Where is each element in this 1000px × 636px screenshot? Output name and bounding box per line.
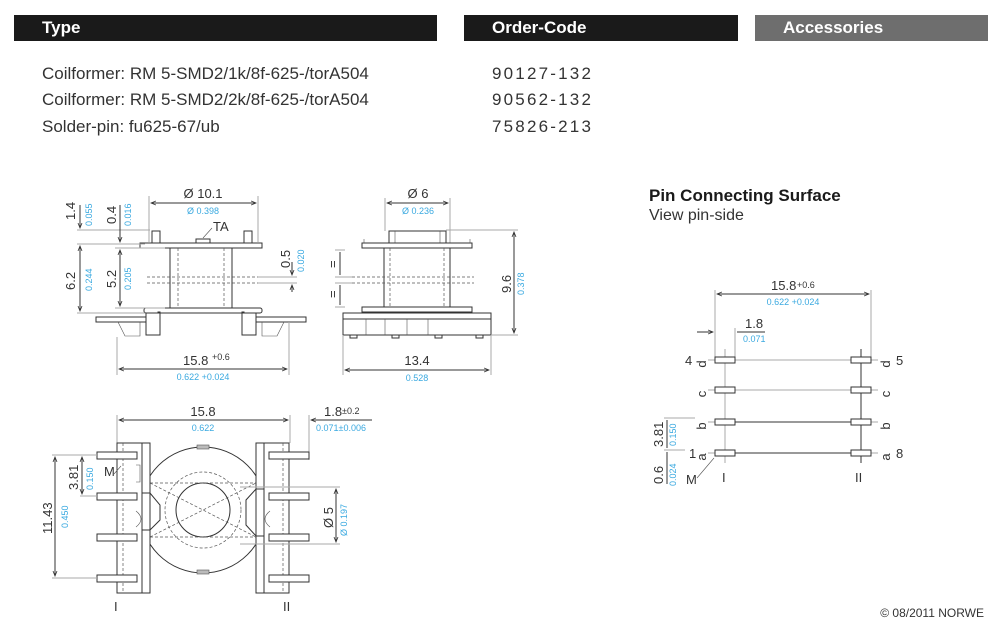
- ps-pin: 1.8: [745, 316, 763, 331]
- top-span-in: 0.450: [60, 505, 70, 528]
- top-side2: II: [283, 599, 290, 614]
- item-type: Coilformer: RM 5-SMD2/2k/8f-625-/torA504: [42, 90, 369, 109]
- ps-row-b: b: [694, 422, 709, 429]
- ps-row-c: c: [878, 390, 893, 397]
- item-order-code: 90127-132: [492, 64, 594, 83]
- ps-pitch: 3.81: [651, 422, 666, 447]
- side-h2-in: 0.016: [123, 203, 133, 226]
- ps-side1: I: [722, 470, 726, 485]
- top-view-drawing: 15.8 0.622 1.8 ±0.2 0.071±0.006: [40, 404, 372, 614]
- ps-pin-8: 8: [896, 446, 903, 461]
- front-width: 13.4: [404, 353, 429, 368]
- top-pin: 1.8: [324, 404, 342, 419]
- top-pin-tol: ±0.2: [342, 406, 359, 416]
- side-dia-top-in: Ø 0.398: [187, 206, 219, 216]
- side-h4: 5.2: [104, 270, 119, 288]
- front-height-in: 0.378: [516, 272, 526, 295]
- header-accessories: Accessories: [755, 15, 988, 41]
- top-m-label: M: [104, 464, 115, 479]
- ps-offset: 0.6: [651, 466, 666, 484]
- top-pitch: 3.81: [66, 465, 81, 490]
- top-pitch-in: 0.150: [85, 467, 95, 490]
- side-h1-in: 0.055: [84, 203, 94, 226]
- ta-label: TA: [213, 219, 229, 234]
- ps-row-c: c: [694, 390, 709, 397]
- side-view-drawing: Ø 10.1 Ø 0.398 TA 1.4 0.0: [63, 186, 307, 382]
- side-h1: 1.4: [63, 202, 78, 220]
- ps-pin-1: 1: [689, 446, 696, 461]
- front-eq-mark: =: [325, 260, 340, 268]
- header-type: Type: [14, 15, 437, 41]
- ps-side2: II: [855, 470, 862, 485]
- side-h3: 6.2: [63, 272, 78, 290]
- side-h4-in: 0.205: [123, 267, 133, 290]
- ps-row-a: a: [878, 453, 893, 461]
- ps-row-d: d: [878, 360, 893, 367]
- pin-surface-title: Pin Connecting Surface: [649, 186, 841, 205]
- ps-width: 15.8: [771, 278, 796, 293]
- item-type: Coilformer: RM 5-SMD2/1k/8f-625-/torA504: [42, 64, 369, 83]
- ps-pin-in: 0.071: [743, 334, 766, 344]
- top-side1: I: [114, 599, 118, 614]
- header-order-code: Order-Code: [464, 15, 738, 41]
- ps-pitch-in: 0.150: [668, 423, 678, 446]
- front-view-drawing: Ø 6 Ø 0.236 = =: [325, 186, 526, 383]
- pin-surface-subtitle: View pin-side: [649, 207, 744, 224]
- front-dia-in: Ø 0.236: [402, 206, 434, 216]
- side-h5-in: 0.020: [296, 249, 306, 272]
- ps-m-label: M: [686, 472, 697, 487]
- item-order-code: 90562-132: [492, 90, 594, 109]
- top-pin-in: 0.071±0.006: [316, 423, 366, 433]
- side-width-in: 0.622 +0.024: [177, 372, 230, 382]
- pin-surface-drawing: 15.8 +0.6 0.622 +0.024 1.8 0.071: [651, 278, 903, 487]
- ps-pin-4: 4: [685, 353, 692, 368]
- top-width-in: 0.622: [192, 423, 215, 433]
- ps-row-a: a: [694, 453, 709, 461]
- ps-row-b: b: [878, 422, 893, 429]
- side-h2: 0.4: [104, 206, 119, 224]
- ps-pin-5: 5: [896, 353, 903, 368]
- side-dia-top: Ø 10.1: [183, 186, 222, 201]
- front-width-in: 0.528: [406, 373, 429, 383]
- side-h5: 0.5: [278, 250, 293, 268]
- copyright: © 08/2011 NORWE: [880, 606, 984, 620]
- front-height: 9.6: [499, 275, 514, 293]
- front-eq-mark: =: [325, 290, 340, 298]
- item-order-code: 75826-213: [492, 117, 594, 136]
- ps-offset-in: 0.024: [668, 463, 678, 486]
- top-dia: Ø 5: [321, 507, 336, 528]
- front-dia: Ø 6: [408, 186, 429, 201]
- side-width: 15.8: [183, 353, 208, 368]
- top-dia-in: Ø 0.197: [339, 504, 349, 536]
- ps-width-tol: +0.6: [797, 280, 815, 290]
- ps-width-in: 0.622 +0.024: [767, 297, 820, 307]
- top-span: 11.43: [40, 502, 55, 534]
- ps-row-d: d: [694, 360, 709, 367]
- top-width: 15.8: [190, 404, 215, 419]
- side-h3-in: 0.244: [84, 268, 94, 291]
- side-width-tol: +0.6: [212, 352, 230, 362]
- item-type: Solder-pin: fu625-67/ub: [42, 117, 220, 136]
